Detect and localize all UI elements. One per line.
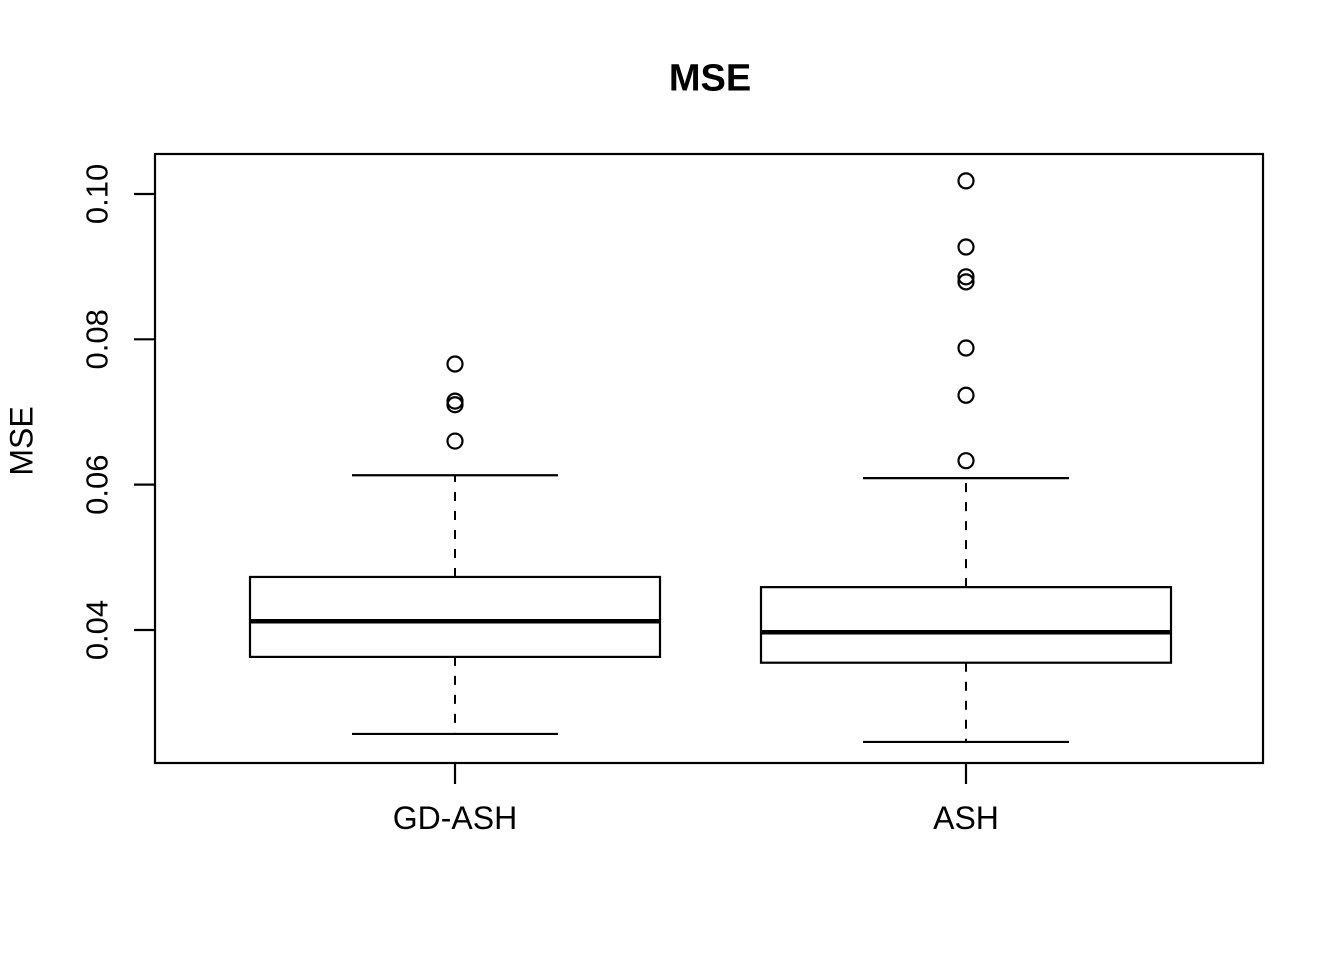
chart-title: MSE xyxy=(668,57,752,100)
outlier-point xyxy=(446,396,464,414)
outlier-point xyxy=(957,273,975,291)
outlier-point xyxy=(957,172,975,190)
outlier-point xyxy=(446,355,464,373)
outlier-point xyxy=(957,452,975,470)
iqr-box xyxy=(759,586,1173,664)
outlier-point xyxy=(957,339,975,357)
outlier-point xyxy=(446,392,464,410)
x-category-label: GD-ASH xyxy=(393,800,517,836)
iqr-box xyxy=(248,575,662,658)
outlier-point xyxy=(446,432,464,450)
outlier-point xyxy=(957,386,975,404)
y-tick-label: 0.08 xyxy=(80,309,115,369)
y-tick-label: 0.10 xyxy=(80,164,115,224)
x-category-label: ASH xyxy=(933,800,999,836)
outlier-point xyxy=(957,268,975,286)
y-tick-label: 0.04 xyxy=(80,600,115,660)
outlier-point xyxy=(957,238,975,256)
y-tick-label: 0.06 xyxy=(80,454,115,514)
plot-border xyxy=(153,152,1265,765)
